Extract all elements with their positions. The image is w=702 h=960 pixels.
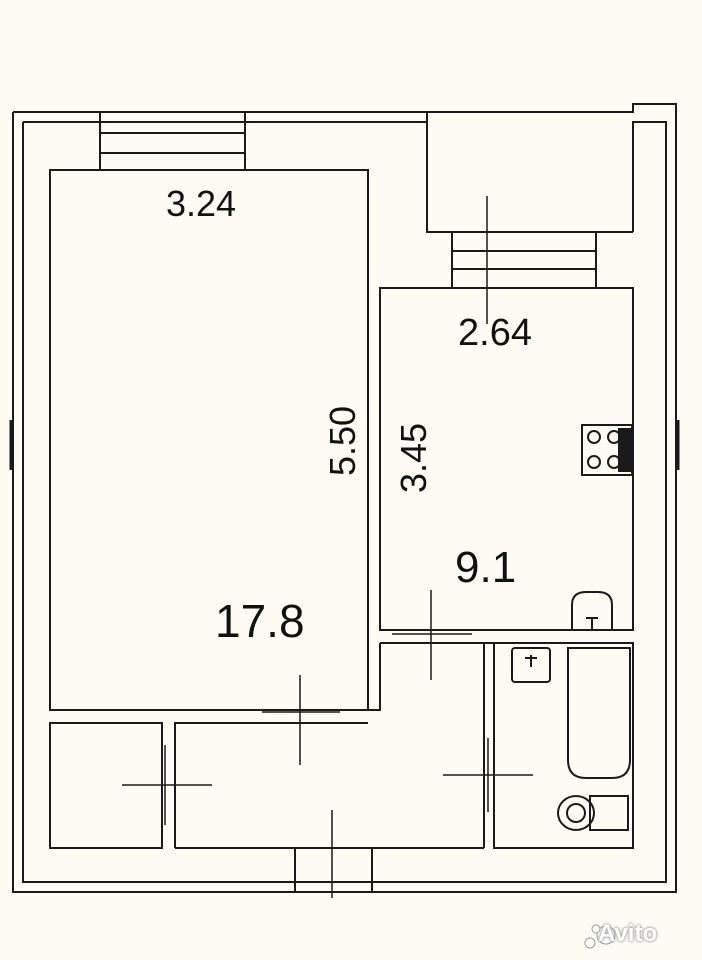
bathroom	[493, 642, 634, 849]
kitchen-area-label: 9.1	[455, 543, 517, 592]
main-room-length-label: 5.50	[322, 405, 363, 477]
main-room-width-label: 3.24	[166, 183, 237, 224]
washbasin-icon	[511, 647, 551, 683]
stove-handle	[618, 428, 632, 472]
door-marker-closet	[122, 745, 212, 825]
main-room	[49, 169, 369, 711]
kitchen-length-label: 3.45	[393, 422, 434, 494]
entrance-door	[294, 848, 373, 892]
bathtub-icon	[567, 647, 631, 779]
window-kitchen	[451, 232, 597, 288]
avito-logo-icon	[584, 924, 616, 949]
outer-walls	[12, 103, 677, 893]
door-marker-main-room	[262, 675, 340, 765]
avito-watermark: Avito	[598, 920, 658, 947]
door-marker-kitchen	[392, 590, 472, 680]
door-marker-bathroom	[443, 738, 533, 812]
kitchen-sink-icon	[571, 591, 613, 630]
window-main-room	[99, 112, 246, 170]
kitchen-width-label: 2.64	[458, 312, 532, 354]
toilet-icon	[557, 795, 629, 831]
main-room-area-label: 17.8	[215, 595, 305, 647]
